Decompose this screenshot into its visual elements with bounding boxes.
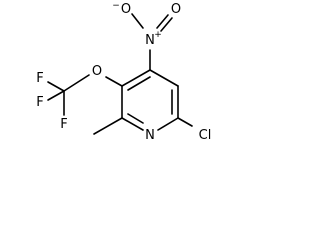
atom-fluorine-3: F (60, 117, 67, 132)
bond-c3-ether-o (105, 76, 123, 87)
bond-nitro-n-o-minus (131, 13, 144, 29)
atom-fluorine-2: F (36, 95, 43, 110)
bonds (47, 13, 193, 135)
atom-labels: O − O N + O F F F N Cl (36, 1, 211, 143)
atom-nitro-o-double: O (171, 2, 181, 17)
bond-nitro-n-o-double-b (160, 17, 173, 32)
atom-ring-n: N (145, 128, 155, 143)
bond-c3-c4-inner (127, 76, 151, 91)
atom-fluorine-1: F (36, 71, 43, 86)
bond-c4-c5 (149, 69, 179, 87)
bond-cf3-f2 (47, 90, 65, 101)
bond-c2-methyl (93, 117, 123, 135)
chemical-structure: O − O N + O F F F N Cl (36, 1, 211, 143)
charge-plus: + (154, 30, 162, 40)
charge-minus: − (112, 1, 120, 11)
bond-c6-n1 (157, 117, 179, 131)
bond-n1-c2 (121, 117, 144, 131)
bond-n1-c2-inner (127, 113, 144, 124)
atom-nitro-n: N (145, 33, 155, 48)
atom-chlorine: Cl (199, 128, 212, 143)
bond-c6-cl (177, 117, 193, 127)
bond-c3-c4 (121, 69, 151, 87)
atom-ether-o: O (92, 64, 102, 79)
bond-ether-o-cf3 (63, 74, 90, 92)
atom-nitro-o-minus: O (121, 2, 131, 17)
bond-nitro-n-o-double-a (156, 14, 169, 29)
bond-cf3-f1 (47, 81, 65, 92)
